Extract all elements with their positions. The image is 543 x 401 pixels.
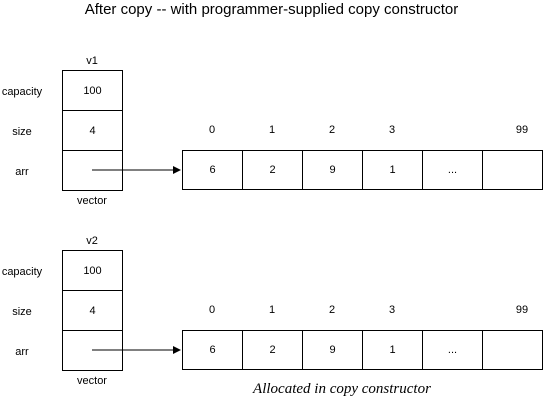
field-box-capacity: 100 [62,250,123,291]
array-index: 2 [328,124,336,136]
allocation-caption: Allocated in copy constructor [253,381,431,397]
field-label-capacity: capacity [1,266,43,278]
array-cell: 6 [182,330,243,370]
array-index: 3 [388,304,396,316]
array-index: 99 [515,304,529,316]
field-label-size: size [12,126,32,138]
array-cell: 1 [362,330,423,370]
array-cell: ... [422,330,483,370]
field-label-arr: arr [15,346,29,358]
vector-name-v1: v1 [86,55,98,67]
array-cell: 1 [362,150,423,190]
array-cell: 9 [302,150,363,190]
array-cell [482,150,543,190]
diagram-title: After copy -- with programmer-supplied c… [84,1,459,18]
field-box-capacity: 100 [62,70,123,111]
array-cell: ... [422,150,483,190]
array-cell [482,330,543,370]
vector-type-label: vector [77,375,107,387]
array-index: 3 [388,124,396,136]
field-label-arr: arr [15,166,29,178]
array-index: 2 [328,304,336,316]
field-label-capacity: capacity [1,86,43,98]
field-label-size: size [12,306,32,318]
array-index: 1 [268,124,276,136]
array-cell: 9 [302,330,363,370]
array-index: 0 [208,124,216,136]
vector-name-v2: v2 [86,235,98,247]
field-box-size: 4 [62,290,123,331]
vector-type-label: vector [77,195,107,207]
array-index: 0 [208,304,216,316]
array-index: 1 [268,304,276,316]
array-index: 99 [515,124,529,136]
field-box-size: 4 [62,110,123,151]
